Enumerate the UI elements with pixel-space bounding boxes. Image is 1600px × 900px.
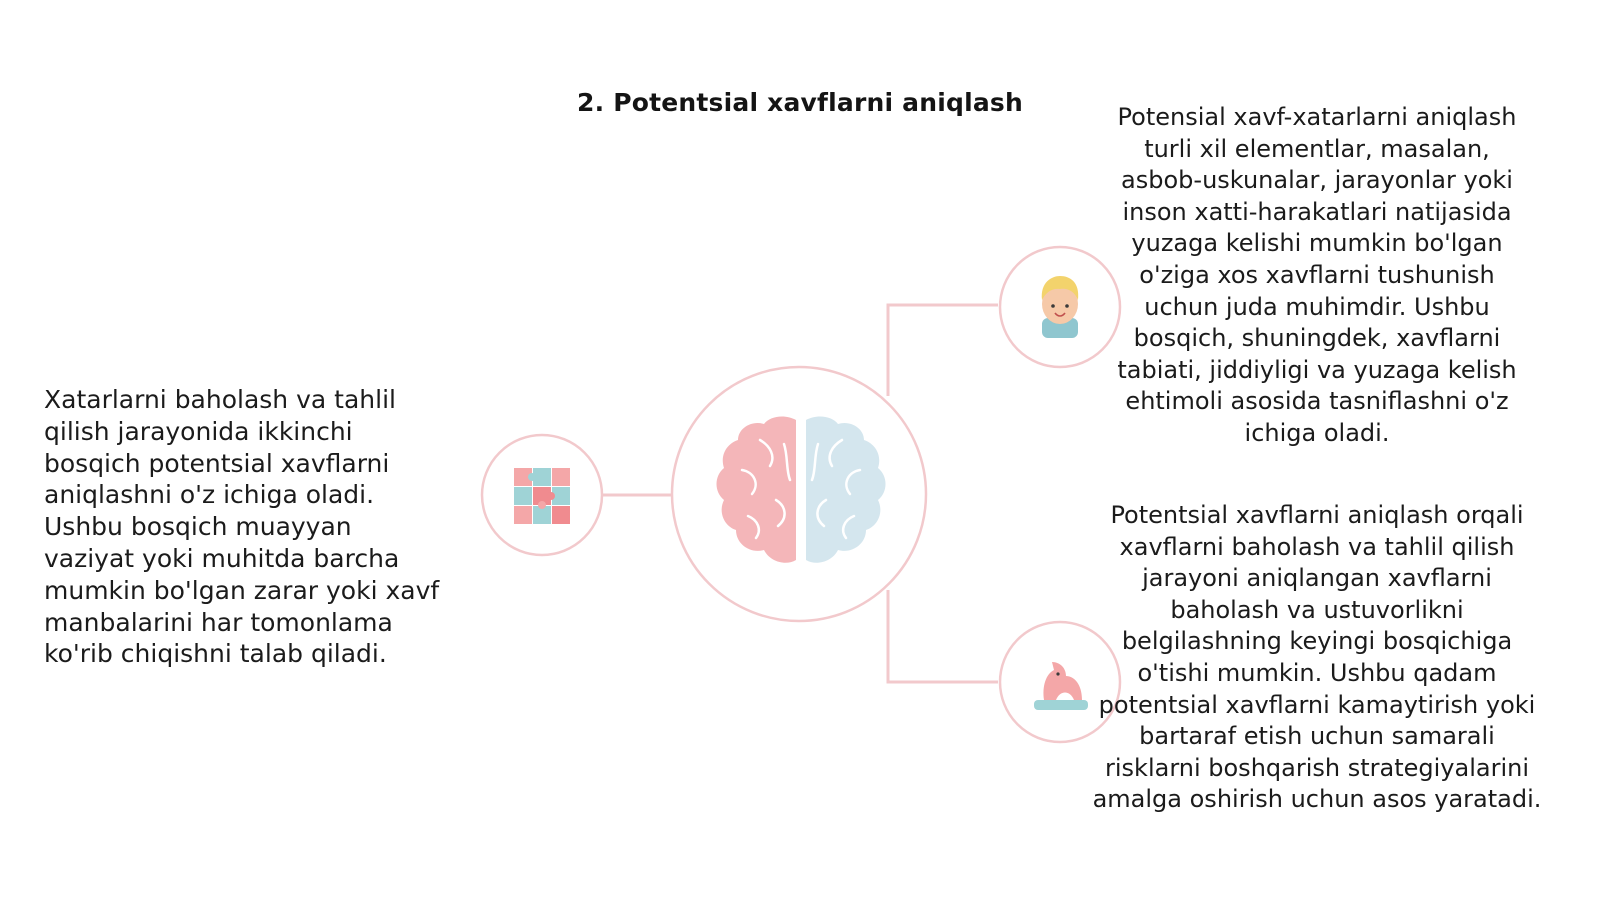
right-top-description: Potensial xavf-xatarlarni aniqlash turli… [1117, 103, 1517, 447]
child-icon [1041, 276, 1079, 338]
top-right-node [998, 245, 1122, 369]
connector-lines [591, 303, 998, 684]
right-bottom-description: Potentsial xavflarni aniqlash orqali xav… [1092, 501, 1542, 814]
toy-horse-icon [1034, 662, 1088, 710]
left-node [480, 433, 604, 557]
bottom-right-node [998, 620, 1122, 744]
connector-top-right [886, 303, 998, 396]
slide-title: 2. Potentsial xavflarni aniqlash [577, 88, 1023, 117]
brain-icon [716, 416, 886, 563]
puzzle-icon [514, 468, 570, 524]
left-description: Xatarlarni baholash va tahlil qilish jar… [44, 385, 440, 669]
connector-bottom-right [886, 590, 998, 684]
center-node [670, 365, 928, 623]
